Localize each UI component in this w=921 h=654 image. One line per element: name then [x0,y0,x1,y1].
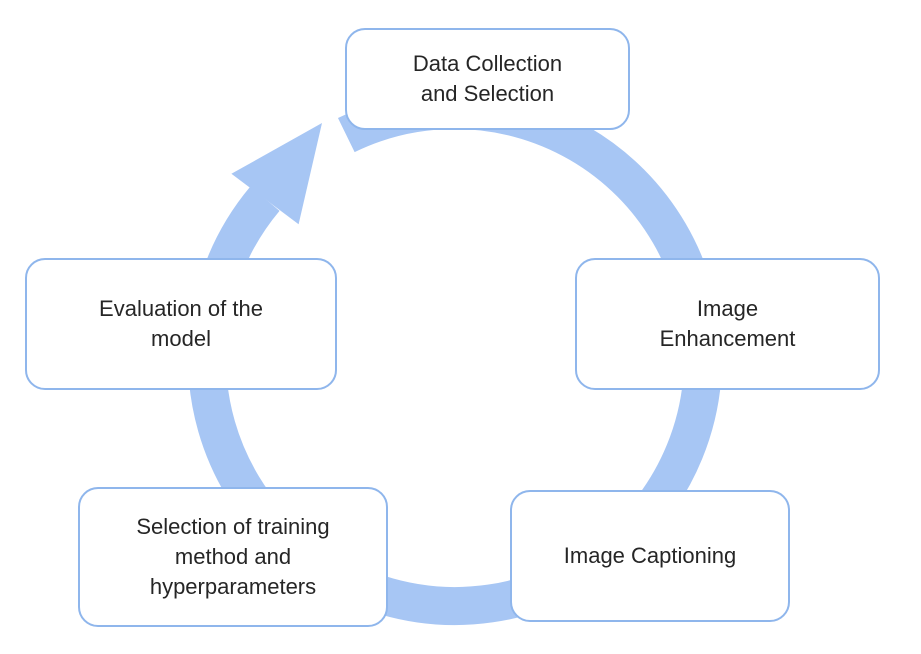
node-image-enhancement: Image Enhancement [575,258,880,390]
node-label: Image Captioning [563,543,737,569]
node-label: Image Enhancement [659,296,796,351]
node-selection-of-training-method: Selection of training method and hyperpa… [78,487,388,627]
node-image-captioning: Image Captioning [510,490,790,622]
node-evaluation-of-the-model: Evaluation of the model [25,258,337,390]
node-label: Data Collection and Selection [412,51,563,106]
node-label: Selection of training method and hyperpa… [136,514,330,599]
node-label: Evaluation of the model [99,296,263,351]
node-data-collection-and-selection: Data Collection and Selection [345,28,630,130]
cycle-arrowhead-icon [231,123,322,225]
